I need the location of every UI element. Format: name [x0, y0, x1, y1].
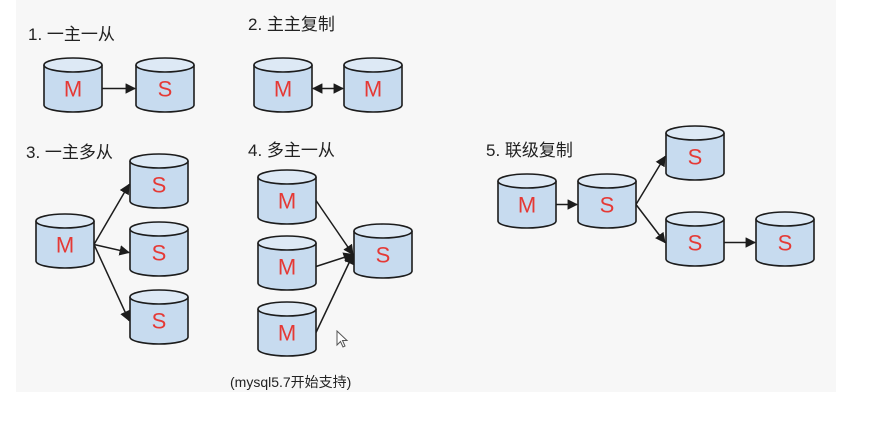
cylinder-body-icon [497, 181, 557, 229]
master-db-c3m: M [35, 213, 95, 269]
cylinder-top-icon [35, 213, 95, 229]
master-db-b2m1: M [253, 57, 313, 113]
db-role-label: M [518, 193, 536, 218]
replication-arrow [93, 243, 131, 256]
title-one-master-multi-slave: 3. 一主多从 [26, 143, 113, 162]
cylinder-body-icon [353, 231, 413, 279]
db-role-label: S [158, 77, 173, 102]
cylinder-top-icon [129, 153, 189, 169]
cylinder-body-icon [577, 181, 637, 229]
cylinder-body-icon [129, 161, 189, 209]
cylinder-body-icon [755, 219, 815, 267]
cylinder-body-icon [665, 219, 725, 267]
cylinder-body-icon [253, 65, 313, 113]
cylinder-top-icon [257, 301, 317, 317]
cylinder-body-icon [35, 221, 95, 269]
cylinder-top-icon [129, 221, 189, 237]
db-role-label: M [64, 77, 82, 102]
slave-db-a1s: S [135, 57, 195, 113]
title-multi-master-one-slave: 4. 多主一从 [248, 141, 335, 160]
slave-db-c3s1: S [129, 153, 189, 209]
cylinder-body-icon [257, 177, 317, 225]
db-role-label: S [152, 309, 167, 334]
cylinder-body-icon [43, 65, 103, 113]
cylinder-top-icon [665, 211, 725, 227]
cylinder-top-icon [665, 125, 725, 141]
db-role-label: S [376, 243, 391, 268]
cylinder-body-icon [257, 243, 317, 291]
slave-db-d4s: S [353, 223, 413, 279]
slave-db-e5s1: S [577, 173, 637, 229]
title-master-master: 2. 主主复制 [248, 15, 335, 34]
cylinder-body-icon [257, 309, 317, 357]
cylinder-top-icon [353, 223, 413, 239]
replication-arrow [93, 244, 130, 322]
db-role-label: M [56, 233, 74, 258]
cylinder-top-icon [43, 57, 103, 73]
slave-db-c3s2: S [129, 221, 189, 277]
title-cascade-replication: 5. 联级复制 [486, 141, 573, 160]
cylinder-top-icon [135, 57, 195, 73]
db-role-label: M [274, 77, 292, 102]
cylinder-top-icon [343, 57, 403, 73]
master-db-a1m: M [43, 57, 103, 113]
db-role-label: M [364, 77, 382, 102]
cylinder-top-icon [253, 57, 313, 73]
cylinder-top-icon [257, 235, 317, 251]
db-role-label: S [688, 145, 703, 170]
cylinder-top-icon [755, 211, 815, 227]
db-role-label: M [278, 255, 296, 280]
title-one-master-one-slave: 1. 一主一从 [28, 25, 115, 44]
cylinder-body-icon [129, 229, 189, 277]
slave-db-e5s2: S [665, 125, 725, 181]
master-db-b2m2: M [343, 57, 403, 113]
cylinder-body-icon [135, 65, 195, 113]
slave-db-e5s3: S [665, 211, 725, 267]
master-db-d4m2: M [257, 235, 317, 291]
cylinder-body-icon [343, 65, 403, 113]
master-db-d4m1: M [257, 169, 317, 225]
replication-arrows [93, 83, 757, 333]
database-nodes: M S M M M S S S M M M S M S S S S [35, 57, 815, 357]
db-role-label: M [278, 189, 296, 214]
replication-arrow [315, 253, 354, 333]
cylinder-top-icon [129, 289, 189, 305]
replication-arrow [93, 183, 130, 245]
cylinder-top-icon [257, 169, 317, 185]
master-db-d4m3: M [257, 301, 317, 357]
cylinder-body-icon [129, 297, 189, 345]
db-role-label: S [152, 173, 167, 198]
mysql-version-note: (mysql5.7开始支持) [230, 374, 352, 390]
cylinder-body-icon [665, 133, 725, 181]
master-db-e5m: M [497, 173, 557, 229]
cylinder-top-icon [497, 173, 557, 189]
db-role-label: M [278, 321, 296, 346]
mouse-cursor-icon [336, 330, 349, 348]
replication-arrow [635, 155, 666, 205]
replication-arrow [315, 200, 354, 256]
replication-arrow [635, 204, 666, 244]
slave-db-e5s4: S [755, 211, 815, 267]
db-role-label: S [778, 231, 793, 256]
db-role-label: S [688, 231, 703, 256]
slave-db-c3s3: S [129, 289, 189, 345]
db-role-label: S [152, 241, 167, 266]
cylinder-top-icon [577, 173, 637, 189]
db-role-label: S [600, 193, 615, 218]
